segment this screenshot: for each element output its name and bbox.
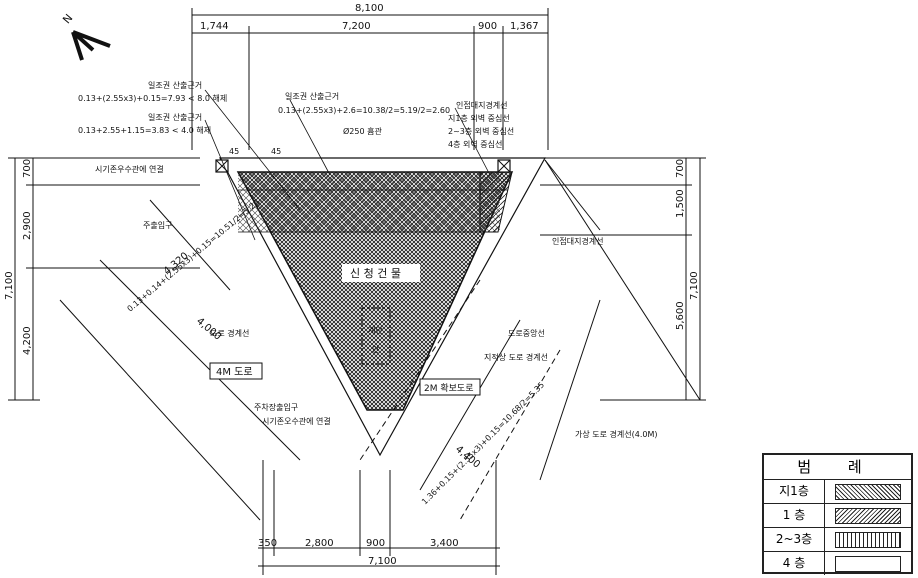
formula-5-text: 1.36+0.15+(2.55x3)+0.15=10.68/2=5.35: [420, 380, 546, 506]
road-boundary-label: 도로 경계선: [210, 328, 249, 338]
basement-line-label: 지1층 외벽 중심선: [448, 113, 510, 123]
existing-sewer-label: 시기존오수관에 연결: [262, 416, 331, 426]
legend-swatch-floor4: [835, 555, 901, 572]
left-dimensions: [8, 157, 200, 401]
dim-top-2: 7,200: [342, 21, 371, 32]
road-lines: [59, 159, 701, 521]
legend-row-name: 지1층: [764, 480, 825, 503]
legend-row-name: 1 층: [764, 504, 825, 527]
dim-top-3: 900: [478, 21, 497, 32]
legend-row: 2~3층: [764, 528, 911, 552]
entrance-label: 주출입구: [143, 220, 172, 230]
adj-land-label-2: 인접대지경계선: [552, 236, 604, 246]
stair-label-1: 계단: [368, 325, 383, 335]
dim-bottom-4: 3,400: [430, 538, 459, 549]
existing-drain-label: 시기존우수관에 연결: [95, 164, 164, 174]
dim-right-2: 1,500: [675, 189, 686, 218]
dim-left-2: 2,900: [22, 211, 33, 240]
legend-box: 범 례 지1층 1 층 2~3층 4 층: [762, 453, 913, 575]
top-dimensions: [191, 8, 549, 150]
parking-entrance-label: 주차장출입구: [254, 402, 298, 412]
dim-right-total: 7,100: [689, 271, 700, 300]
dim-left-3: 4,200: [22, 326, 33, 355]
legend-row: 1 층: [764, 504, 911, 528]
building-label: 신 청 건 물: [350, 267, 401, 280]
north-arrow-icon: N: [60, 12, 111, 61]
virtual-road-label: 가상 도로 경계선(4.0M): [575, 429, 657, 439]
dim-top-4: 1,367: [510, 21, 539, 32]
north-label: N: [60, 12, 75, 27]
legend-row-name: 4 층: [764, 552, 825, 575]
designated-road-label: 지적상 도로 경계선: [484, 352, 548, 362]
bottom-dimensions: [258, 460, 500, 575]
legend-row-name: 2~3층: [764, 528, 825, 551]
road-centerline-label: 도로중앙선: [508, 328, 545, 338]
road-4m-label: 4M 도로: [216, 367, 253, 378]
formula-1-text: 0.13+(2.55x3)+0.15=7.93 < 8.0 해제: [78, 93, 227, 103]
dim-bottom-1: 350: [258, 538, 277, 549]
setback-road-label: 2M 확보도로: [424, 382, 473, 394]
dim-left-1: 700: [22, 159, 33, 178]
legend-swatch-floor23: [835, 531, 901, 548]
setback-road-box: [419, 378, 481, 396]
legend-title: 범 례: [764, 455, 911, 480]
legend-row: 지1층: [764, 480, 911, 504]
formula-2-text: 0.13+2.55+1.15=3.83 < 4.0 해제: [78, 125, 211, 135]
dim-top-1: 1,744: [200, 21, 229, 32]
building-label-bg: [342, 264, 420, 282]
dim-top-total: 8,100: [355, 3, 384, 14]
deg-label-2: 45: [271, 147, 281, 156]
legend-row: 4 층: [764, 552, 911, 575]
dim-left-total: 7,100: [4, 271, 15, 300]
road-4m-box: [209, 362, 263, 380]
formula-3-title: 일조권 산출근거: [285, 91, 339, 101]
dim-bottom-3: 900: [366, 538, 385, 549]
dim-bottom-2: 2,800: [305, 538, 334, 549]
dim-right-1: 700: [675, 159, 686, 178]
drain-marker-right: [497, 159, 511, 173]
floor4-line-label: 4층 외벽 중심선: [448, 139, 502, 149]
culvert-label: Ø250 흄관: [343, 126, 382, 136]
legend-swatch-floor1: [835, 507, 901, 524]
adj-land-label-1: 인접대지경계선: [456, 100, 508, 110]
dim-right-3: 5,600: [675, 301, 686, 330]
floor23-line-label: 2~3층 외벽 중심선: [448, 126, 514, 136]
building-footprint: [236, 171, 514, 411]
formula-4-text: 0.13+0.14+(2.55x3)+0.15=10.51/2=5.26: [126, 198, 262, 314]
stair-label-2: 단: [372, 344, 380, 354]
right-dimensions: [540, 157, 706, 401]
leader-lines: [204, 89, 491, 241]
formula-3-text: 0.13+(2.55x3)+2.6=10.38/2=5.19/2=2.60: [278, 106, 450, 115]
deg-label-1: 45: [229, 147, 239, 156]
dim-bottom-total: 7,100: [368, 556, 397, 567]
formula-2-title: 일조권 산출근거: [148, 112, 202, 122]
formula-1-title: 일조권 산출근거: [148, 80, 202, 90]
legend-swatch-basement: [835, 483, 901, 500]
